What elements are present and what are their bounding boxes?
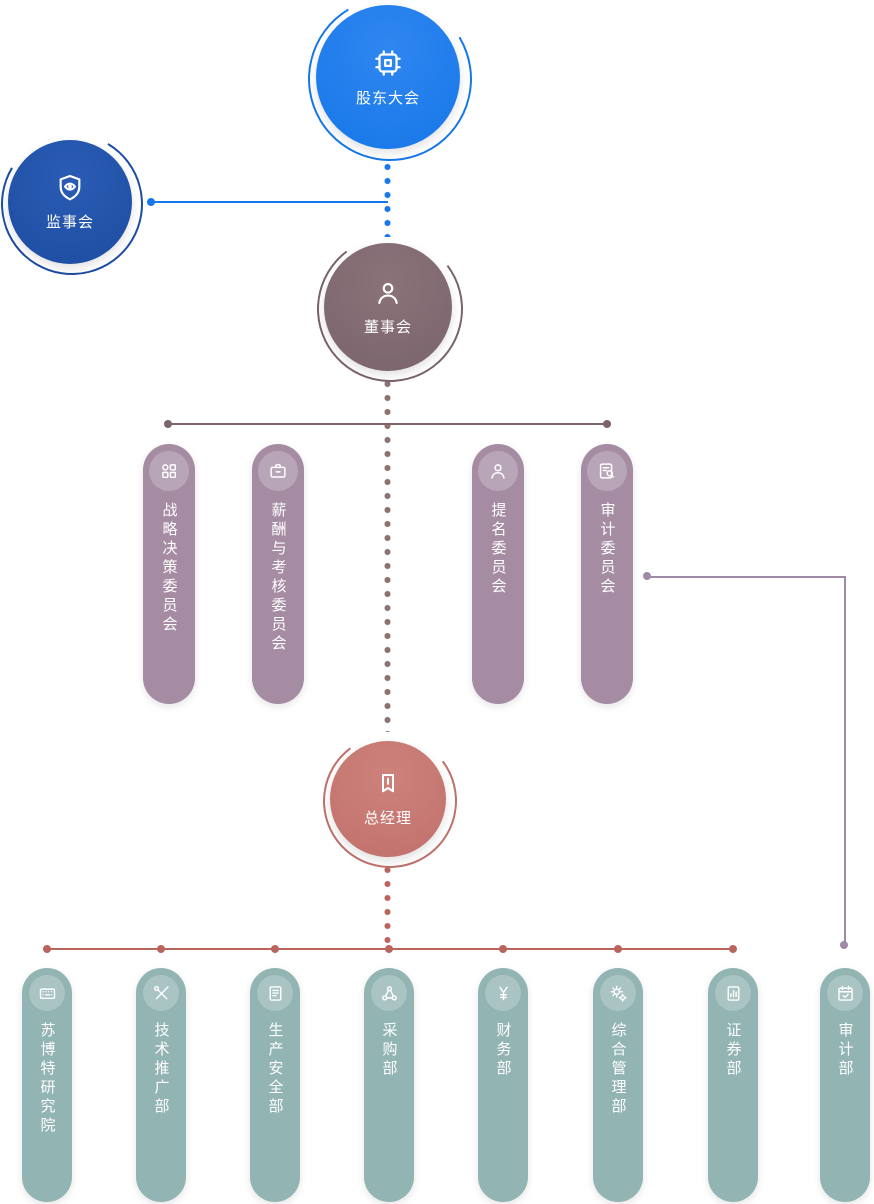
dept-label: 审计部 [836, 1022, 854, 1079]
connector-dot [147, 198, 155, 206]
node-general-manager: 总经理 [330, 741, 446, 857]
node-label: 股东大会 [355, 90, 420, 107]
dept-label: 采购部 [380, 1022, 398, 1079]
dept-finance: 财务部 [478, 968, 528, 1202]
connector-gm-departments-dotted [384, 866, 391, 946]
doc-search-icon [587, 451, 627, 491]
report-icon [715, 975, 751, 1011]
dept-technology-promotion: 技术推广部 [136, 968, 186, 1202]
dept-label: 苏博特研究院 [38, 1022, 56, 1136]
node-board-of-directors: 董事会 [324, 243, 452, 371]
user-icon [478, 451, 518, 491]
grid-icon [149, 451, 189, 491]
user-icon [372, 277, 404, 309]
chip-icon [371, 46, 405, 80]
connector-audit-committee-dept-v [844, 576, 846, 946]
dept-production-safety: 生产安全部 [250, 968, 300, 1202]
committee-remuneration-appraisal: 薪酬与考核委员会 [252, 444, 304, 704]
pen-nib-icon [373, 770, 403, 800]
dept-audit: 审计部 [820, 968, 870, 1202]
dept-label: 综合管理部 [609, 1022, 627, 1117]
committee-label: 薪酬与考核委员会 [269, 502, 287, 654]
connector-board-gm-dotted [384, 380, 391, 732]
connector-dot [603, 420, 611, 428]
committee-audit: 审计委员会 [581, 444, 633, 704]
connector-supervisory-line [152, 201, 388, 203]
dept-securities: 证券部 [708, 968, 758, 1202]
connector-dot [499, 945, 507, 953]
connector-committees-line [169, 423, 609, 425]
committee-nomination: 提名委员会 [472, 444, 524, 704]
dept-label: 生产安全部 [266, 1022, 284, 1117]
committee-label: 提名委员会 [489, 502, 507, 597]
dept-label: 财务部 [494, 1022, 512, 1079]
connector-dot [271, 945, 279, 953]
connector-dot [643, 572, 651, 580]
dept-procurement: 采购部 [364, 968, 414, 1202]
node-label: 董事会 [363, 319, 412, 336]
committee-strategy-decision: 战略决策委员会 [143, 444, 195, 704]
connector-audit-committee-dept-h [650, 576, 846, 578]
connector-shareholders-board-dotted [384, 163, 391, 237]
node-label: 监事会 [45, 214, 94, 231]
dept-general-management: 综合管理部 [593, 968, 643, 1202]
dept-label: 技术推广部 [152, 1022, 170, 1117]
briefcase-icon [258, 451, 298, 491]
yen-icon [485, 975, 521, 1011]
keyboard-icon [29, 975, 65, 1011]
connector-dot [385, 945, 393, 953]
connector-dot [164, 420, 172, 428]
connector-dot [729, 945, 737, 953]
shield-eye-icon [54, 172, 86, 204]
connector-dot [840, 941, 848, 949]
committee-label: 审计委员会 [598, 502, 616, 597]
document-icon [257, 975, 293, 1011]
gears-icon [600, 975, 636, 1011]
connector-dot [43, 945, 51, 953]
node-supervisory-board: 监事会 [8, 140, 132, 264]
dept-sobute-research-institute: 苏博特研究院 [22, 968, 72, 1202]
node-label: 总经理 [363, 810, 412, 827]
connector-dot [157, 945, 165, 953]
tools-icon [143, 975, 179, 1011]
network-icon [371, 975, 407, 1011]
node-shareholders-meeting: 股东大会 [316, 5, 460, 149]
committee-label: 战略决策委员会 [160, 502, 178, 635]
connector-dot [614, 945, 622, 953]
dept-label: 证券部 [724, 1022, 742, 1079]
calendar-check-icon [827, 975, 863, 1011]
